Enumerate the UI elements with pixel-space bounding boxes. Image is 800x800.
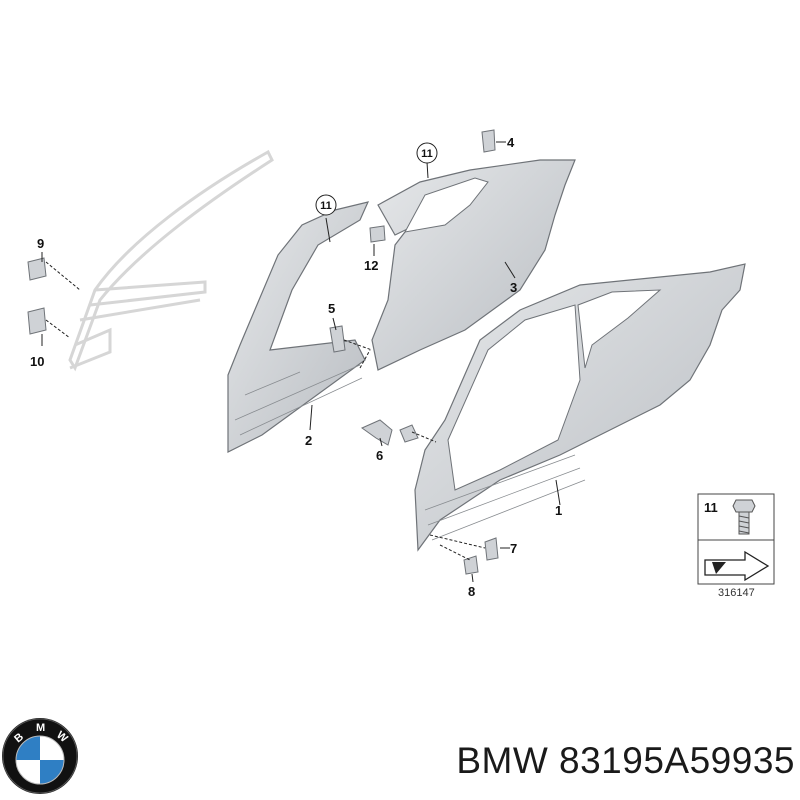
callout-6: 6 xyxy=(376,448,383,463)
bracket-9 xyxy=(27,257,47,281)
bracket-6 xyxy=(360,419,393,446)
legend-box: 11 316147 xyxy=(697,493,775,599)
inner-frame-sill-detail xyxy=(234,364,363,436)
callout-8: 8 xyxy=(468,584,475,599)
bolt-icon xyxy=(732,499,756,535)
callout-1: 1 xyxy=(555,503,562,518)
arrow-icon xyxy=(704,550,770,582)
bracket-4 xyxy=(481,129,496,153)
ghost-a-pillar xyxy=(68,149,274,372)
callout-11b: 11 xyxy=(421,148,433,160)
inner-side-frame xyxy=(227,201,370,453)
callout-circle-11a xyxy=(315,194,337,216)
rear-window-opening xyxy=(404,177,489,233)
legend-number: 11 xyxy=(704,500,718,515)
bmw-logo: B M W xyxy=(2,718,78,794)
bracket-10 xyxy=(27,307,47,335)
callout-5: 5 xyxy=(328,301,335,316)
bracket-parts xyxy=(27,129,499,575)
callout-11a: 11 xyxy=(320,200,332,212)
caption-brand: BMW xyxy=(456,740,549,781)
side-panel-window-opening xyxy=(577,289,662,369)
callout-circle-11b xyxy=(416,142,438,164)
side-panel-door-opening xyxy=(447,304,581,491)
callout-7: 7 xyxy=(510,541,517,556)
callout-10: 10 xyxy=(30,354,44,369)
bracket-12 xyxy=(369,225,386,243)
leader-lines xyxy=(41,141,561,583)
callout-12: 12 xyxy=(364,258,378,273)
bracket-7 xyxy=(484,537,499,561)
bracket-8 xyxy=(463,555,479,575)
part-caption: BMW 83195A59935 xyxy=(405,740,795,782)
legend-ref-code: 316147 xyxy=(718,587,755,599)
callout-4: 4 xyxy=(507,135,515,150)
callout-9: 9 xyxy=(37,236,44,251)
callout-2: 2 xyxy=(305,433,312,448)
side-panel-sill-detail xyxy=(424,454,586,541)
logo-letter-m: M xyxy=(36,722,45,734)
side-panel-complete xyxy=(414,263,746,552)
bracket-6b xyxy=(399,424,419,443)
bracket-5 xyxy=(329,325,346,353)
callout-3: 3 xyxy=(510,280,517,295)
caption-part-number: 83195A59935 xyxy=(559,740,795,781)
